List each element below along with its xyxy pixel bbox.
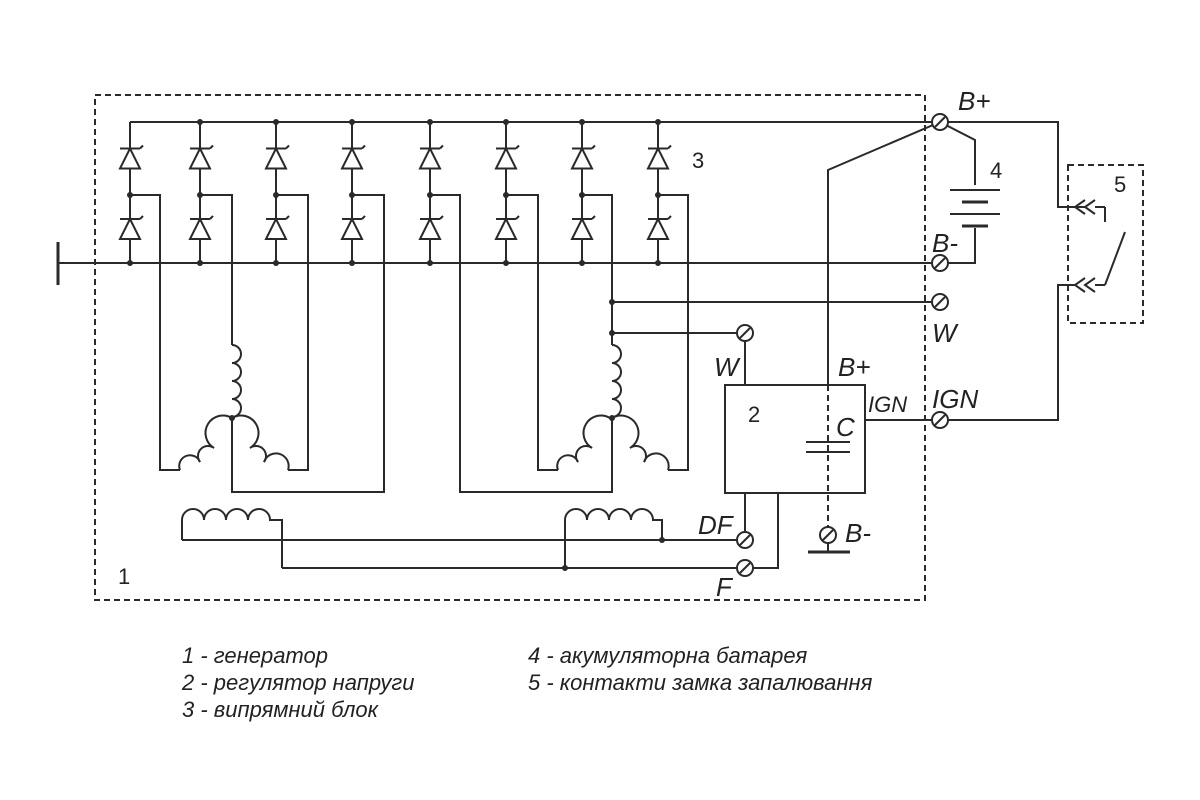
w-terminal-label: W [932,318,959,348]
junction-dot [273,119,279,125]
terminal-ign [931,411,949,429]
diode-upper-7 [570,122,596,195]
diode-upper-4 [340,122,366,195]
excitation-winding-left [181,508,745,568]
phase-wire-1c [276,194,309,471]
diode-upper-1 [118,122,144,195]
regulator-ign-label: IGN [868,392,907,417]
terminal-f [736,559,754,577]
phase-wire-2a [506,194,558,471]
junction-dot [427,260,433,266]
b-plus-terminal-label: B+ [958,86,991,116]
junction-dot [197,260,203,266]
diode-lower-3 [264,195,290,263]
battery-minus-wire [940,228,976,264]
terminal-b-minus [931,254,949,272]
regulator-b-minus-label: B- [845,518,871,548]
diode-upper-5 [418,122,444,195]
ign-wire [940,284,1075,421]
terminal-df [736,531,754,549]
df-terminal-label: DF [698,510,735,540]
regulator-c-label: C [836,412,855,442]
junction-dot [655,119,661,125]
junction-dot [579,119,585,125]
diode-lower-8 [646,195,672,263]
legend-item-4: 4 - акумуляторна батарея [528,643,808,668]
rail-junction-dots [127,119,661,266]
battery-symbol [950,189,1000,228]
junction-dot [503,119,509,125]
battery-plus-wire [939,121,976,185]
f-terminal-label: F [716,572,734,602]
diode-lower-4 [340,195,366,263]
ignition-supply-wire [940,121,1085,208]
ignition-switch-boundary [1067,164,1144,324]
phase-wire-1a [132,194,180,471]
stator-winding-2 [556,344,670,471]
terminal-w [931,293,949,311]
phase-wire-2b [582,194,613,345]
regulator-w-label: W [714,352,741,382]
terminal-regulator-w [736,324,754,342]
diode-lower-2 [188,195,214,263]
diode-lower-7 [570,195,596,263]
legend-item-5: 5 - контакти замка запалювання [528,670,873,695]
voltage-regulator [724,384,866,494]
ignition-switch-contacts [1073,199,1126,293]
diode-upper-6 [494,122,520,195]
diode-upper-8 [646,122,672,195]
battery-number: 4 [990,158,1002,183]
junction-dot [427,119,433,125]
diode-lower-1 [118,195,144,263]
junction-dot [579,260,585,266]
terminal-b-plus [931,113,949,131]
junction-dot [273,260,279,266]
ignition-number: 5 [1114,172,1126,197]
terminal-regulator-b-minus [819,526,837,544]
regulator-b-plus-wire [827,121,941,385]
ign-terminal-label: IGN [932,384,978,414]
diode-lower-5 [418,195,444,263]
diode-lower-6 [494,195,520,263]
junction-dot [503,260,509,266]
phase-wire-1b [200,194,233,345]
junction-dot [127,260,133,266]
b-minus-terminal-label: B- [932,228,958,258]
legend-item-3: 3 - випрямний блок [182,697,380,722]
diode-upper-3 [264,122,290,195]
stator-winding-1 [178,344,290,471]
excitation-winding-right [562,508,665,571]
junction-dot [349,260,355,266]
regulator-b-plus-label: B+ [838,352,871,382]
legend-item-1: 1 - генератор [182,643,328,668]
neutral-wire-2 [430,194,613,493]
legend-item-2: 2 - регулятор напруги [181,670,414,695]
junction-dot [349,119,355,125]
generator-boundary [94,94,926,601]
junction-dot [655,260,661,266]
terminals [736,113,949,577]
rectifier-diodes [118,122,672,263]
neutral-wire-1 [231,194,385,493]
junction-dot [197,119,203,125]
regulator-number: 2 [748,402,760,427]
generator-number: 1 [118,564,130,589]
diode-upper-2 [188,122,214,195]
rectifier-number: 3 [692,148,704,173]
junction-dot [127,192,133,198]
